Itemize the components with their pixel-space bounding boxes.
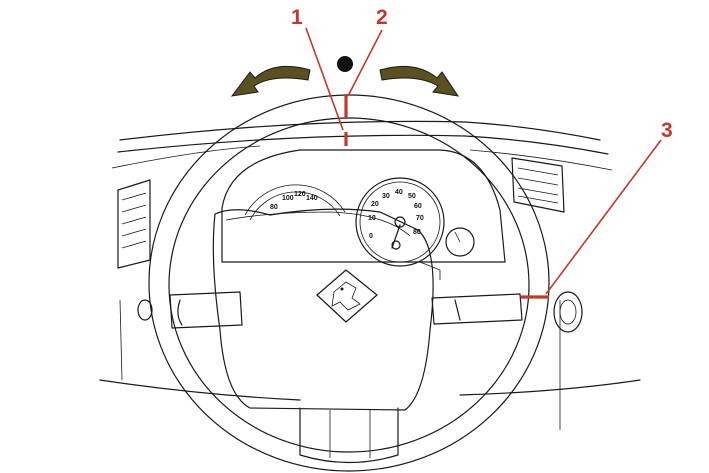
speedometer-tick: 100 xyxy=(282,195,294,202)
instrument-cluster: 80 100 120 140 0 10 20 30 40 50 60 70 80 xyxy=(221,149,506,280)
tachometer-tick: 10 xyxy=(368,215,376,222)
rotate-left-arrow-icon xyxy=(230,65,311,97)
right-control-knob xyxy=(553,291,583,333)
tachometer: 0 10 20 30 40 50 60 70 80 xyxy=(355,177,445,267)
speedometer: 80 100 120 140 xyxy=(244,184,346,221)
tachometer-tick: 60 xyxy=(414,203,422,210)
callout-1: 1 xyxy=(291,6,303,29)
rotate-right-arrow-icon xyxy=(379,65,460,97)
speedometer-tick: 120 xyxy=(294,191,306,198)
tachometer-tick: 30 xyxy=(382,193,390,200)
right-air-vent xyxy=(511,157,565,213)
right-spoke xyxy=(431,293,523,325)
tachometer-tick: 40 xyxy=(395,189,403,196)
callout-labels: 1 2 3 xyxy=(291,6,673,142)
callout-leaders xyxy=(305,27,662,295)
left-air-vent xyxy=(117,179,151,269)
callout-1-leader xyxy=(305,27,344,131)
tachometer-tick: 50 xyxy=(408,193,416,200)
tachometer-tick: 70 xyxy=(416,215,424,222)
small-gauge xyxy=(445,227,475,257)
dashboard xyxy=(99,120,641,430)
callout-2-leader xyxy=(347,29,383,97)
left-spoke xyxy=(169,291,243,329)
lower-spoke xyxy=(299,407,399,464)
speedometer-tick: 140 xyxy=(306,195,318,202)
left-control-knob xyxy=(137,299,153,321)
tachometer-tick: 20 xyxy=(371,201,379,208)
center-dot-icon xyxy=(337,56,353,72)
peugeot-lion-icon xyxy=(316,269,378,323)
tachometer-tick: 0 xyxy=(369,233,373,240)
callout-3: 3 xyxy=(661,119,673,142)
tachometer-tick: 80 xyxy=(413,229,421,236)
speedometer-tick: 80 xyxy=(270,204,278,211)
callout-2: 2 xyxy=(376,6,388,29)
callout-3-leader xyxy=(545,139,662,295)
rotation-indicator xyxy=(230,56,460,97)
alignment-marks xyxy=(344,94,549,299)
airbag-hub xyxy=(212,208,434,411)
